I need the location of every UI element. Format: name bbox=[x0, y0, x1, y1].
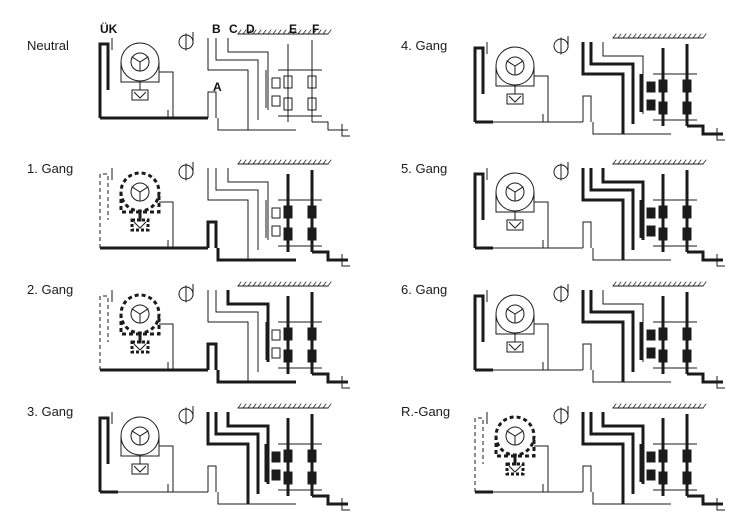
gear-panel-5: 5. Gang bbox=[375, 132, 750, 264]
gear-label: 6. Gang bbox=[401, 282, 448, 297]
gear-label: R.-Gang bbox=[401, 404, 451, 419]
gear-label: 4. Gang bbox=[401, 38, 448, 53]
gear-panel-1: 1. Gang bbox=[0, 132, 375, 264]
gear-panel-6: 6. Gang bbox=[375, 264, 750, 396]
callout-c: C bbox=[229, 22, 238, 36]
gear-label: Neutral bbox=[27, 38, 69, 53]
gear-label: 3. Gang bbox=[27, 404, 74, 419]
gear-label: 2. Gang bbox=[27, 282, 74, 297]
gear-panel-neutral: Neutral bbox=[0, 0, 375, 132]
gear-panel-4: 4. Gang bbox=[375, 0, 750, 132]
callout-d: D bbox=[246, 22, 255, 36]
gear-label: 5. Gang bbox=[401, 161, 448, 176]
callout-uk: ÜK bbox=[100, 22, 118, 36]
gear-panel-2: 2. Gang bbox=[0, 264, 375, 396]
callout-f: F bbox=[312, 22, 320, 36]
callout-e: E bbox=[289, 22, 298, 36]
gear-panel-3: 3. Gang bbox=[0, 396, 375, 528]
gear-label: 1. Gang bbox=[27, 161, 74, 176]
gear-panel-reverse: R.-Gang bbox=[375, 396, 750, 528]
callout-b: B bbox=[212, 22, 221, 36]
